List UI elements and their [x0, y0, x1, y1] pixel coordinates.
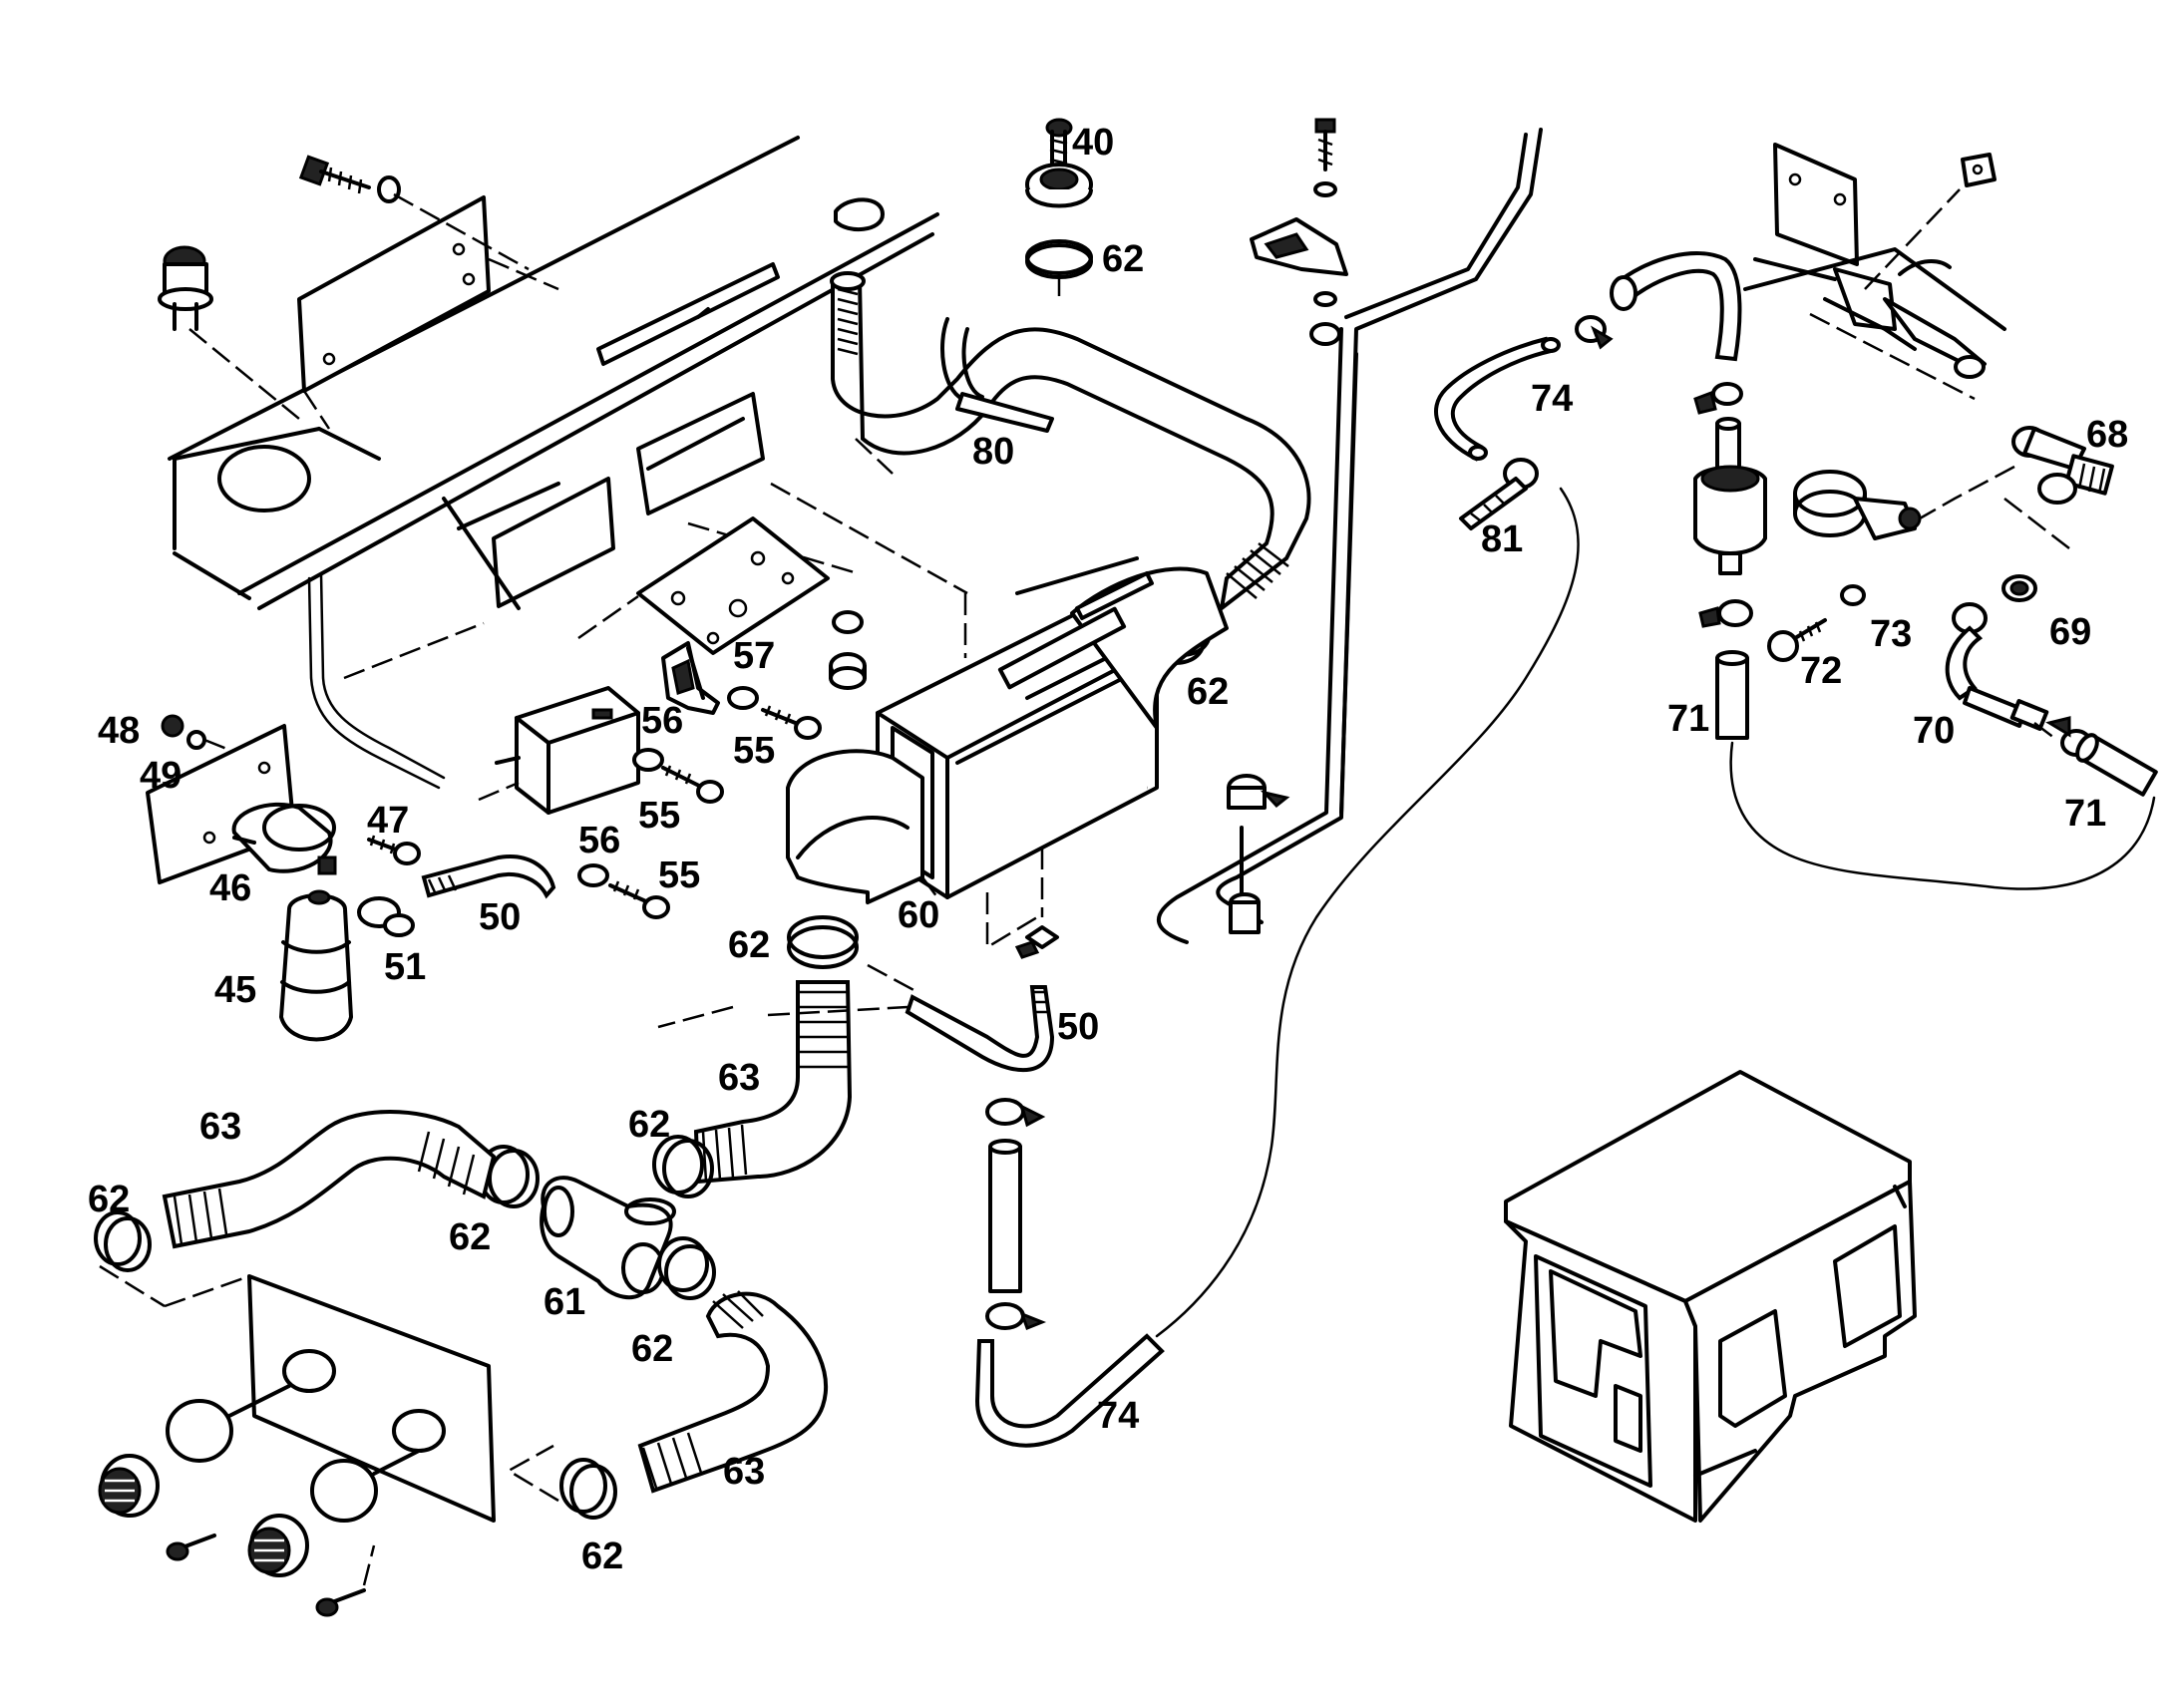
hose-clamp-62-left — [94, 1210, 166, 1308]
vent-panel — [164, 1274, 496, 1523]
callout-63: 63 — [199, 1106, 241, 1148]
air-duct-63-left — [162, 1110, 497, 1249]
bracket-plate-46 — [146, 724, 337, 884]
fitting-68 — [1919, 426, 2114, 549]
callout-80: 80 — [972, 431, 1014, 473]
bracket-plate-right — [1743, 143, 2006, 401]
mounting-plate-upper — [297, 195, 559, 430]
callout-74: 74 — [1097, 1395, 1139, 1437]
callout-55: 55 — [638, 795, 680, 837]
fuel-line-tube-center — [988, 1139, 1022, 1293]
heater-unit-60 — [876, 556, 1229, 899]
vent-grille-left — [98, 1384, 291, 1561]
callout-74: 74 — [1531, 378, 1573, 420]
hose-clamp-62-bottom — [506, 1444, 617, 1520]
callout-63: 63 — [723, 1451, 765, 1493]
fuel-line-50-center — [767, 925, 1059, 1072]
hose-clamp-62-mid — [657, 915, 918, 1029]
bolt-icon — [298, 155, 530, 271]
callout-45: 45 — [214, 969, 256, 1011]
callout-50: 50 — [479, 896, 521, 938]
callout-48: 48 — [98, 710, 140, 752]
screw-40-icon — [1025, 118, 1093, 208]
clip-51 — [357, 896, 415, 937]
callout-40: 40 — [1072, 122, 1114, 164]
fuel-line-70 — [1945, 602, 2055, 739]
fuel-filter-45 — [279, 889, 353, 1042]
clip-81 — [1459, 458, 1539, 530]
callout-62: 62 — [581, 1536, 623, 1577]
fuel-line-50-left — [421, 854, 556, 899]
cab-overview — [1504, 1070, 1917, 1523]
callout-61: 61 — [544, 1281, 585, 1323]
air-duct-63-lower — [637, 1290, 828, 1494]
hose-clip-icon — [1575, 315, 1614, 350]
washer-icon — [577, 686, 759, 887]
callout-56: 56 — [578, 820, 620, 861]
callout-50: 50 — [1057, 1006, 1099, 1048]
cab-panel — [168, 136, 939, 790]
callout-62: 62 — [628, 1104, 670, 1146]
hose-clamp-right — [1793, 470, 1922, 540]
hose-clip-on-rail — [1227, 774, 1290, 934]
hose-clip-icon — [1698, 599, 1753, 628]
callout-71: 71 — [1667, 698, 1709, 740]
callout-55: 55 — [733, 730, 775, 772]
hose-clip-icon — [985, 1098, 1047, 1330]
callout-69: 69 — [2049, 611, 2091, 653]
hose-71-right — [2075, 733, 2158, 797]
callout-63: 63 — [718, 1057, 760, 1099]
callout-62: 62 — [1187, 671, 1229, 713]
air-duct-63-upper — [693, 980, 853, 1185]
callout-55: 55 — [658, 854, 700, 896]
callout-57: 57 — [733, 635, 775, 677]
clip-with-bolt-icon — [1250, 118, 1348, 346]
bracket-57 — [661, 641, 720, 715]
callout-56: 56 — [641, 700, 683, 742]
callout-71: 71 — [2064, 793, 2106, 835]
fuel-hose-upper-right — [1610, 251, 1742, 362]
callout-labels: 40 62 80 57 56 55 55 56 55 48 49 47 46 5… — [88, 122, 2128, 1577]
hose-clamp-62-top — [1025, 239, 1093, 299]
screw-icon — [608, 705, 822, 919]
callout-51: 51 — [384, 946, 426, 988]
fuel-pump — [1693, 382, 1767, 575]
fitting-69 — [2001, 574, 2037, 602]
callout-46: 46 — [209, 867, 251, 909]
callout-81: 81 — [1481, 518, 1523, 560]
tee-fitting-61 — [540, 1176, 676, 1300]
air-duct-upper — [830, 271, 1311, 613]
callout-62: 62 — [449, 1216, 491, 1258]
bolt-72 — [1767, 618, 1827, 662]
screw-47-icon — [367, 835, 421, 865]
washer-73 — [1840, 584, 1866, 606]
control-box — [478, 686, 640, 815]
hose-71-left — [1715, 650, 2156, 890]
callout-49: 49 — [140, 755, 182, 797]
callout-62: 62 — [88, 1179, 130, 1220]
hose-clamp-62-c — [657, 1236, 716, 1300]
callout-62: 62 — [1102, 238, 1144, 280]
callout-72: 72 — [1800, 650, 1842, 692]
callout-73: 73 — [1870, 613, 1912, 655]
grommet-upper-left — [158, 245, 300, 420]
callout-68: 68 — [2086, 414, 2128, 456]
nut-icon — [829, 610, 867, 690]
vent-grille-right — [247, 1449, 421, 1617]
fuel-line-74-bottom — [974, 487, 1580, 1448]
callout-47: 47 — [367, 800, 409, 842]
callout-70: 70 — [1913, 710, 1955, 752]
mounting-plate-heater — [577, 516, 830, 655]
callout-60: 60 — [898, 894, 939, 936]
callout-62: 62 — [728, 924, 770, 966]
hose-clamp-62-a — [652, 1135, 714, 1198]
fuel-line-74-top — [1434, 336, 1561, 462]
air-inlet-elbow — [786, 749, 938, 904]
callout-62: 62 — [631, 1328, 673, 1370]
